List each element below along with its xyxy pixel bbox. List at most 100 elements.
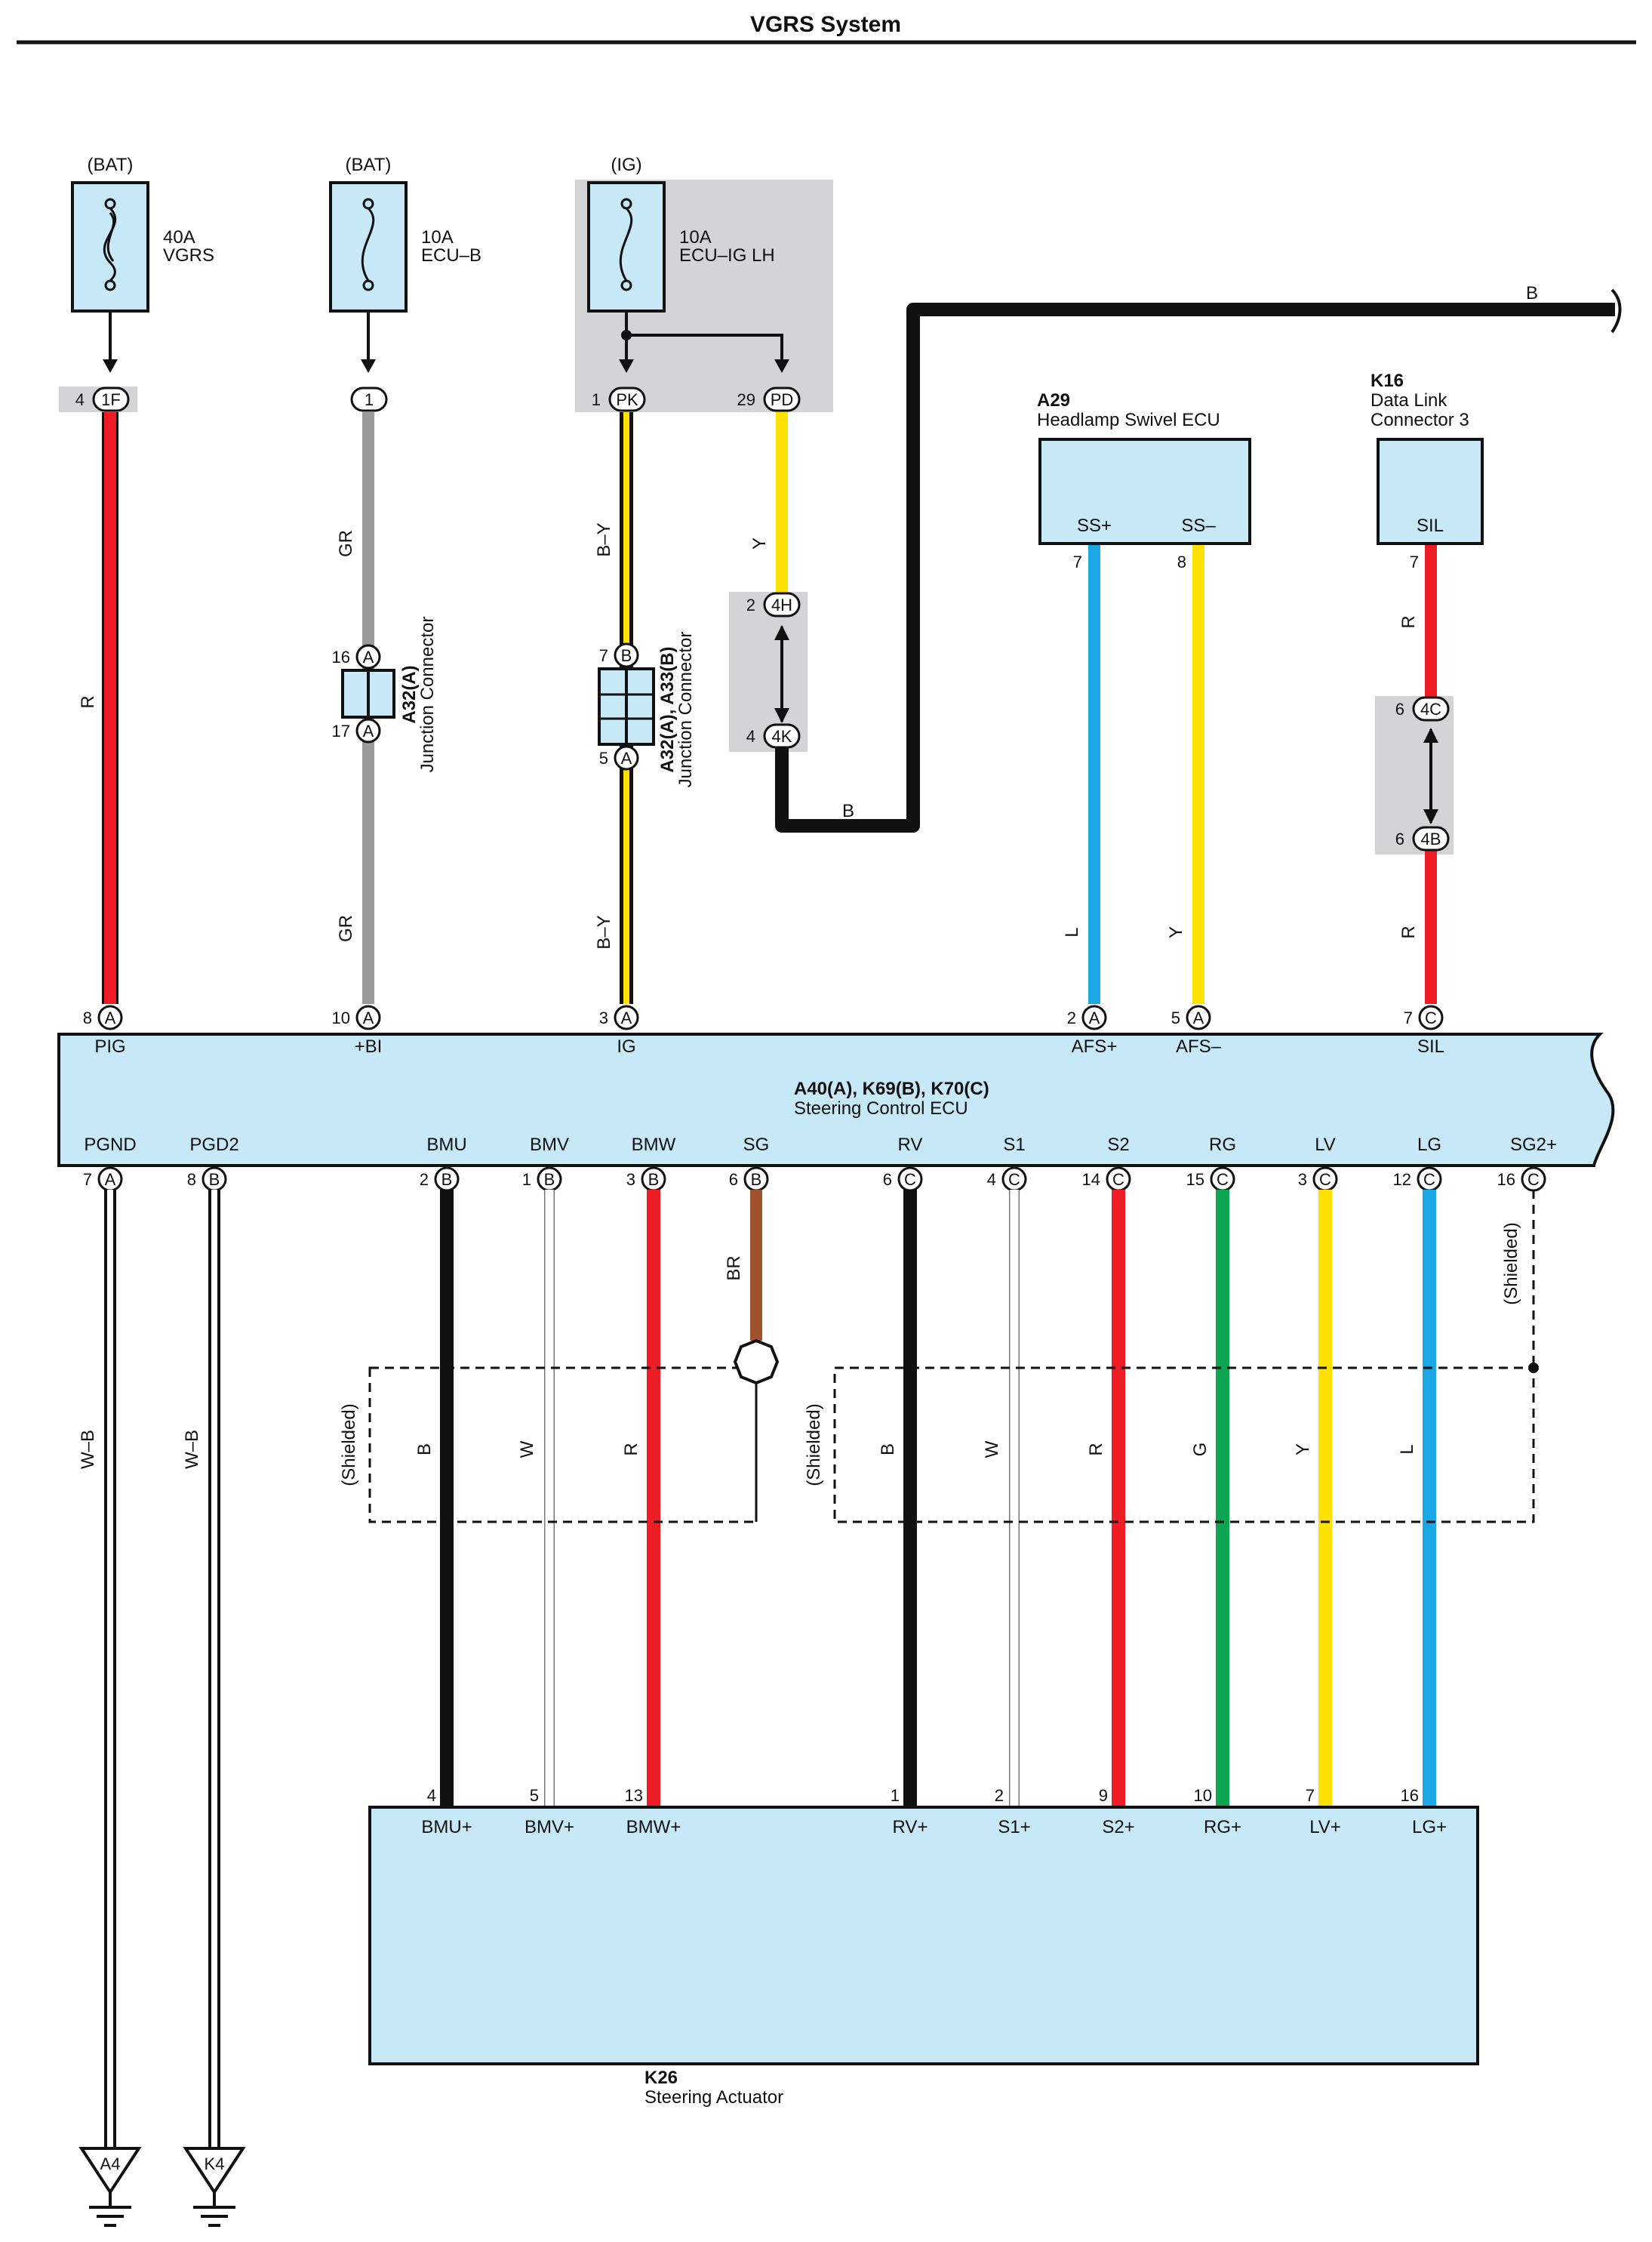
svg-text:29: 29 [737,390,755,409]
shielded-label: (Shielded) [804,1403,824,1486]
connector-pd: PD 29 [737,386,801,412]
steering-control-ecu-box [57,1033,1615,1167]
svg-text:B: B [621,646,632,665]
wire-label: W–B [78,1430,98,1469]
fuse-source: (BAT) [346,155,392,175]
fuse-amp: 40A [163,227,195,248]
ecu-pin-name: S2 [1107,1135,1129,1155]
ecu-pin-letter: C [1425,1009,1437,1027]
ecu-pin-number: 2 [1067,1009,1076,1027]
junction-connector-a32-a33: B 7 A 5 A32(A), A33(B) Junction Connecto… [598,632,696,788]
ecu-pin-letter: C [1527,1170,1540,1189]
svg-text:4K: 4K [772,727,792,746]
arrow-down-icon [361,359,376,373]
ecu-pin-letter: B [209,1170,220,1189]
ecu-pin-number: 6 [883,1170,892,1189]
svg-text:5: 5 [599,749,608,768]
svg-text:Junction Connector: Junction Connector [417,617,438,773]
arrow-up-icon [774,625,789,640]
actuator-pin-name: BMV+ [525,1817,574,1837]
headlamp-ecu-code: A29 [1037,390,1070,411]
ecu-pin-letter: C [1008,1170,1020,1189]
actuator-pin-name: BMW+ [626,1817,681,1837]
dlc-box [1377,438,1484,545]
svg-text:6: 6 [1395,700,1404,719]
actuator-name: Steering Actuator [644,2087,783,2108]
ecu-pin-terminal [355,1005,381,1030]
headlamp-ecu-box [1038,438,1251,545]
connector-4h: 4H 2 [746,592,801,617]
actuator-pin-name: S1+ [998,1817,1030,1837]
actuator-pin-number: 2 [995,1786,1004,1805]
wire-label: GR [336,530,356,557]
actuator-pin-name: BMU+ [421,1817,472,1837]
junction-connector-a32: A 16 A 17 A32(A) Junction Connector [332,617,438,773]
connector-4b: 4B 6 [1395,826,1450,852]
headlamp-pin-num: 8 [1177,553,1186,571]
ecu-pin-letter: A [1193,1009,1204,1027]
svg-text:4C: 4C [1420,700,1441,719]
actuator-pin-number: 1 [891,1786,900,1805]
actuator-pin-number: 16 [1401,1786,1419,1805]
ecu-pin-letter: A [363,1009,374,1027]
wire-label: G [1190,1443,1211,1457]
ecu-pin-terminal [1418,1005,1444,1030]
h4-k4-shade [729,592,808,752]
wire-label: W–B [182,1430,202,1469]
dlc-pin-num: 7 [1410,553,1419,571]
connector-1f: 1F 4 [75,386,130,412]
fuse-icon [361,198,375,291]
actuator-pin-name: RG+ [1204,1817,1241,1837]
actuator-code: K26 [644,2068,678,2088]
svg-text:K4: K4 [205,2154,225,2173]
arrow-down-icon [1423,809,1438,824]
fuse-vgrs-box [71,181,149,313]
wire-label: B–Y [594,915,614,949]
ecu-pin-letter: B [441,1170,453,1189]
arrow-down-icon [774,708,789,723]
svg-text:16: 16 [332,648,350,667]
svg-text:A32(A), A33(B): A32(A), A33(B) [657,646,678,772]
wire-label: B [842,801,854,821]
actuator-pin-name: LG+ [1412,1817,1447,1837]
ecu-pin-name: RG [1209,1135,1236,1155]
fuse-source: (BAT) [88,155,134,175]
shield-box-motor [368,1366,758,1523]
page-title: VGRS System [750,12,901,37]
actuator-pin-number: 5 [530,1786,539,1805]
splice-dot [1528,1363,1539,1373]
svg-text:Junction Connector: Junction Connector [675,632,696,788]
ecu-pin-name: AFS+ [1072,1036,1118,1057]
ecu-pin-name: BMU [426,1135,466,1155]
ecu-pin-number: 15 [1186,1170,1204,1189]
svg-text:2: 2 [746,596,755,614]
splice-dot [621,330,632,340]
svg-text:A: A [363,648,374,667]
svg-text:A: A [621,749,632,768]
arrow-down-icon [774,359,789,373]
arrow-down-icon [103,359,118,373]
svg-text:4H: 4H [771,596,792,614]
shielded-label: (Shielded) [1501,1222,1521,1304]
ecu-pin-number: 12 [1393,1170,1411,1189]
dlc-code: K16 [1371,371,1404,391]
svg-text:1F: 1F [101,390,121,409]
shielded-label: (Shielded) [339,1403,359,1486]
wire-label: Y [749,537,770,550]
actuator-pin-name: RV+ [893,1817,928,1837]
ecu-pin-number: 1 [522,1170,531,1189]
headlamp-ecu-name: Headlamp Swivel ECU [1037,410,1220,430]
ecu-pin-letter: C [1217,1170,1229,1189]
ecu-pin-letter: B [648,1170,660,1189]
actuator-pin-number: 7 [1306,1786,1315,1805]
ecu-pin-letter: A [1089,1009,1100,1027]
actuator-pin-number: 4 [427,1786,436,1805]
ecu-pin-number: 3 [626,1170,635,1189]
fuse-name: VGRS [163,245,214,266]
connector-pk: PK 1 [592,386,646,412]
ecu-pin-number: 2 [420,1170,429,1189]
wire-label: Y [1166,926,1186,938]
ecu-pin-letter: A [105,1170,116,1189]
actuator-pins: 4BMU+5BMV+13BMW+1RV+2S1+9S2+10RG+7LV+16L… [421,1786,1447,1837]
